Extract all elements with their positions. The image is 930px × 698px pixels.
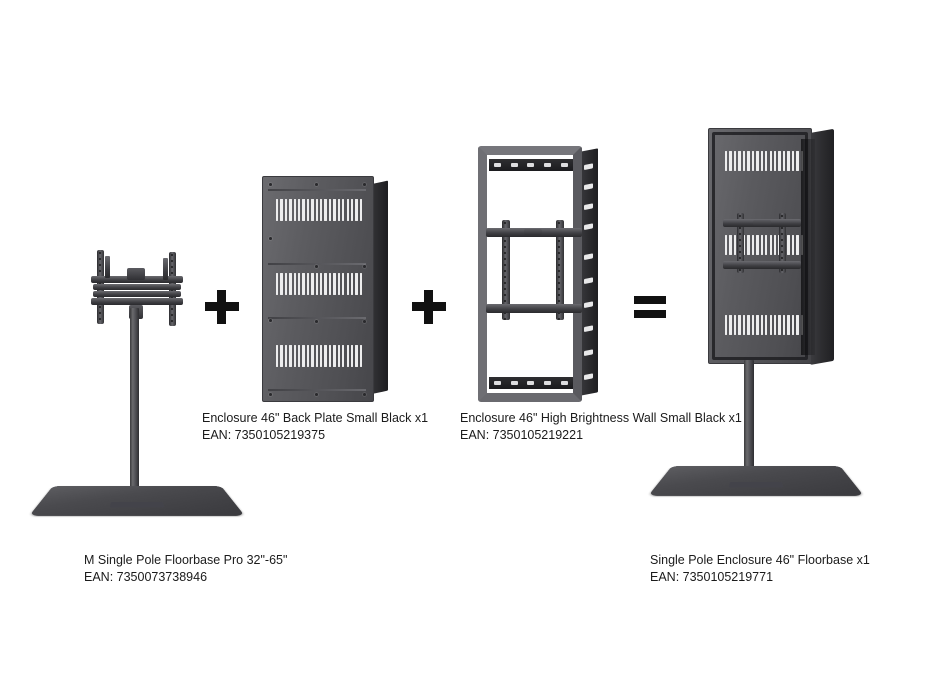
- bracket-rail-mid-upper: [93, 284, 181, 290]
- bracket-rail-mid-lower: [93, 291, 181, 297]
- product-name: Enclosure 46" High Brightness Wall Small…: [460, 411, 742, 425]
- caption-single-pole-floorbase: M Single Pole Floorbase Pro 32"-65" EAN:…: [84, 552, 287, 585]
- enclosure-body: [708, 128, 815, 364]
- frame-vesa-mount: [486, 220, 582, 322]
- product-image-assembled-enclosure-floorbase: [648, 128, 864, 548]
- product-ean: EAN: 7350105219375: [202, 427, 326, 442]
- product-name: Single Pole Enclosure 46" Floorbase x1: [650, 553, 870, 567]
- operator-plus-1: +: [205, 290, 239, 324]
- bracket-hook-left: [105, 256, 110, 278]
- frame-bracket-rail-bottom: [486, 304, 582, 313]
- assembly-vesa-mount: [723, 213, 803, 275]
- frame-outer-rails: [478, 146, 582, 402]
- stand-pole: [130, 308, 139, 508]
- caption-assembled-enclosure-floorbase: Single Pole Enclosure 46" Floorbase x1 E…: [650, 552, 870, 585]
- bracket-rail-bottom: [91, 298, 183, 305]
- caption-high-brightness-wall: Enclosure 46" High Brightness Wall Small…: [460, 410, 742, 443]
- product-name: Enclosure 46" Back Plate Small Black x1: [202, 411, 429, 425]
- product-ean: EAN: 7350105219771: [650, 569, 774, 584]
- frame-bracket-hub: [524, 229, 542, 235]
- product-image-high-brightness-wall: [478, 146, 604, 402]
- product-name: M Single Pole Floorbase Pro 32"-65": [84, 553, 288, 567]
- product-ean: EAN: 7350073738946: [84, 569, 208, 584]
- frame-bracket-arm-left: [502, 220, 510, 320]
- stand-base-plate: [29, 486, 245, 548]
- assembly-base-plate: [648, 466, 864, 528]
- vent-band-middle: [276, 273, 363, 295]
- product-ean: EAN: 7350105219221: [460, 427, 584, 442]
- back-plate-face: [262, 176, 374, 402]
- vesa-mount-bracket: [89, 250, 185, 328]
- caption-back-plate: Enclosure 46" Back Plate Small Black x1 …: [202, 410, 428, 443]
- assembly-bracket-hub: [753, 220, 771, 226]
- assembly-vent-band-bottom: [725, 315, 804, 335]
- operator-equals: =: [634, 294, 666, 320]
- product-image-single-pole-floorbase: [29, 250, 245, 550]
- product-image-back-plate: [262, 176, 394, 402]
- assembly-bracket-arm-left: [737, 213, 744, 273]
- assembly-bracket-arm-right: [779, 213, 786, 273]
- back-plate-side-edge: [372, 180, 388, 394]
- assembly-stand-pole: [744, 360, 754, 488]
- bracket-hook-right: [163, 258, 168, 280]
- vent-band-bottom: [276, 345, 363, 367]
- operator-plus-2: +: [412, 290, 446, 324]
- vent-band-top: [276, 199, 363, 221]
- frame-bracket-arm-right: [556, 220, 564, 320]
- frame-rail-bottom-inner: [489, 377, 573, 389]
- assembly-bracket-rail-bottom: [723, 261, 801, 269]
- bracket-hub-top: [127, 268, 145, 280]
- assembly-vent-band-top: [725, 151, 804, 171]
- frame-rail-top-inner: [489, 159, 573, 171]
